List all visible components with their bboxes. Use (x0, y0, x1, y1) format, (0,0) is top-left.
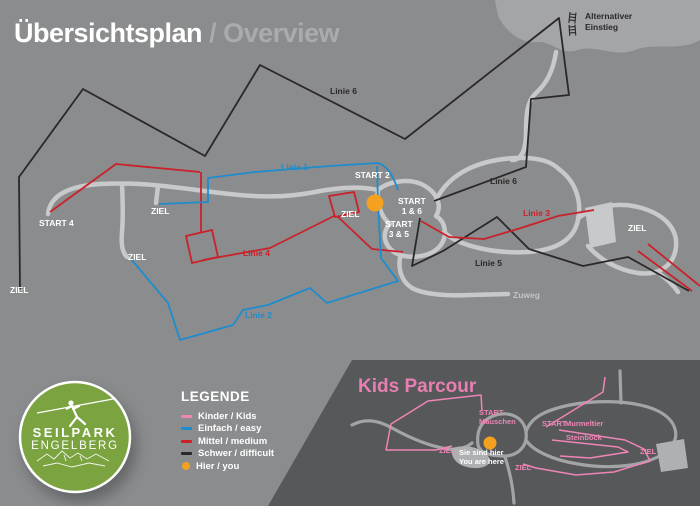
label-linie-4: Linie 4 (243, 248, 270, 258)
legend-swatch-kinder-icon (181, 414, 192, 418)
line-1-path (158, 162, 399, 205)
walkway-network (45, 49, 681, 298)
cloud-blob (495, 0, 700, 53)
line-4-path (49, 163, 404, 264)
ladder-icon (566, 11, 582, 38)
line-5-path (411, 216, 690, 292)
title-separator: / (209, 18, 217, 48)
kids-inset-panel (268, 360, 700, 506)
title-german: Übersichtsplan (14, 18, 203, 48)
alternate-entry-callout: Alternativer Einstieg (566, 11, 632, 38)
label-ziel-right: ZIEL (628, 223, 647, 233)
label-zuweg: Zuweg (513, 290, 540, 300)
legend-label-kinder: Kinder / Kids (198, 410, 257, 422)
label-start-4: START 4 (39, 218, 74, 228)
legend-swatch-hier-icon (182, 462, 190, 471)
label-ziel-left-upper: ZIEL (151, 206, 170, 216)
legend-label-schwer: Schwer / difficult (198, 448, 275, 460)
legend-label-mittel: Mittel / medium (198, 435, 268, 447)
alternate-entry-label: Alternativer Einstieg (585, 11, 633, 32)
kids-label-steinbock: Steinbock (566, 433, 602, 442)
kids-course-paths (385, 376, 651, 476)
kids-label-start-mauschen: START Mäuschen (479, 408, 516, 426)
kids-platform-patches (451, 439, 688, 472)
kids-parcour-title: Kids Parcour (358, 376, 477, 397)
label-linie-5: Linie 5 (475, 258, 502, 268)
kids-label-ziel-right: ZIEL (640, 447, 657, 456)
kids-label-murmeltier: Murmeltier (565, 419, 604, 428)
label-linie-6-top: Linie 6 (330, 86, 357, 96)
label-start-1-6: START 1 & 6 (398, 196, 426, 217)
legend-item-mittel: Mittel / medium (181, 435, 274, 448)
legend: LEGENDE Kinder / Kids Einfach / easy Mit… (181, 389, 274, 473)
legend-swatch-mittel-icon (181, 439, 192, 443)
label-linie-2: Linie 2 (245, 310, 272, 320)
kids-label-you-are-here: Sie sind hier You are here (459, 448, 504, 466)
page-title: Übersichtsplan / Overview (14, 18, 340, 49)
label-start-3-5: START 3 & 5 (385, 219, 413, 240)
line-2-path (130, 165, 399, 341)
legend-swatch-schwer-icon (181, 452, 192, 456)
logo-badge-icon (18, 380, 132, 494)
label-linie-3: Linie 3 (523, 208, 550, 218)
label-linie-6-right: Linie 6 (490, 176, 517, 186)
logo-text-engelberg: ENGELBERG (31, 440, 119, 452)
line-3-path (420, 209, 700, 292)
legend-item-kinder: Kinder / Kids (181, 410, 274, 423)
label-ziel-bottom-left: ZIEL (10, 285, 29, 295)
legend-item-hier: Hier / you (181, 460, 274, 473)
kids-label-ziel-left: ZIEL (439, 446, 456, 455)
logo-text-seilpark: SEILPARK (32, 425, 118, 440)
label-ziel-center: ZIEL (341, 209, 360, 219)
legend-label-hier: Hier / you (196, 460, 240, 472)
kids-you-are-here-dot (483, 436, 497, 450)
kids-label-ziel-bottom: ZIEL (515, 463, 532, 472)
label-ziel-left-lower: ZIEL (128, 252, 147, 262)
you-are-here-dot (366, 194, 384, 212)
legend-swatch-einfach-icon (181, 427, 192, 431)
legend-label-einfach: Einfach / easy (198, 423, 262, 435)
seilpark-logo: SEILPARK ENGELBERG (17, 379, 133, 495)
title-english: Overview (223, 18, 340, 48)
label-linie-1: Linie 1 (281, 162, 308, 172)
legend-title: LEGENDE (181, 389, 250, 404)
line-6-path (18, 17, 570, 292)
ziel-platform-patch (585, 202, 616, 248)
legend-item-einfach: Einfach / easy (181, 423, 274, 436)
legend-item-schwer: Schwer / difficult (181, 448, 274, 461)
label-start-2: START 2 (355, 170, 390, 180)
kids-label-start-right: START (542, 419, 567, 428)
